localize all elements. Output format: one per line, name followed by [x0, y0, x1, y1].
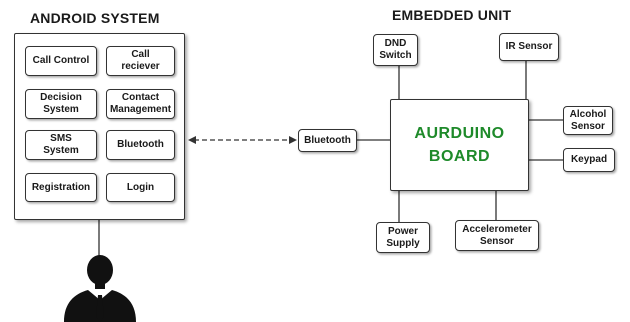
arrowhead-left — [188, 136, 196, 144]
arrowhead-right — [289, 136, 297, 144]
sms-system-module: SMS System — [25, 130, 97, 160]
android-system-title: ANDROID SYSTEM — [30, 10, 160, 26]
power-supply-module: Power Supply — [376, 222, 430, 253]
embedded-unit-title: EMBEDDED UNIT — [392, 7, 512, 23]
keypad-module: Keypad — [563, 148, 615, 172]
decision-system-module: Decision System — [25, 89, 97, 119]
arduino-board: AURDUINO BOARD — [390, 99, 529, 191]
call-receiver-module: Call reciever — [106, 46, 175, 76]
call-control-module: Call Control — [25, 46, 97, 76]
accelerometer-sensor-module: Accelerometer Sensor — [455, 220, 539, 251]
contact-management-module: Contact Management — [106, 89, 175, 119]
person-silhouette-icon — [64, 255, 136, 322]
embedded-bluetooth-module: Bluetooth — [298, 129, 357, 152]
registration-module: Registration — [25, 173, 97, 202]
dnd-switch-module: DND Switch — [373, 34, 418, 66]
login-module: Login — [106, 173, 175, 202]
android-bluetooth-module: Bluetooth — [106, 130, 175, 160]
alcohol-sensor-module: Alcohol Sensor — [563, 106, 613, 135]
ir-sensor-module: IR Sensor — [499, 33, 559, 61]
